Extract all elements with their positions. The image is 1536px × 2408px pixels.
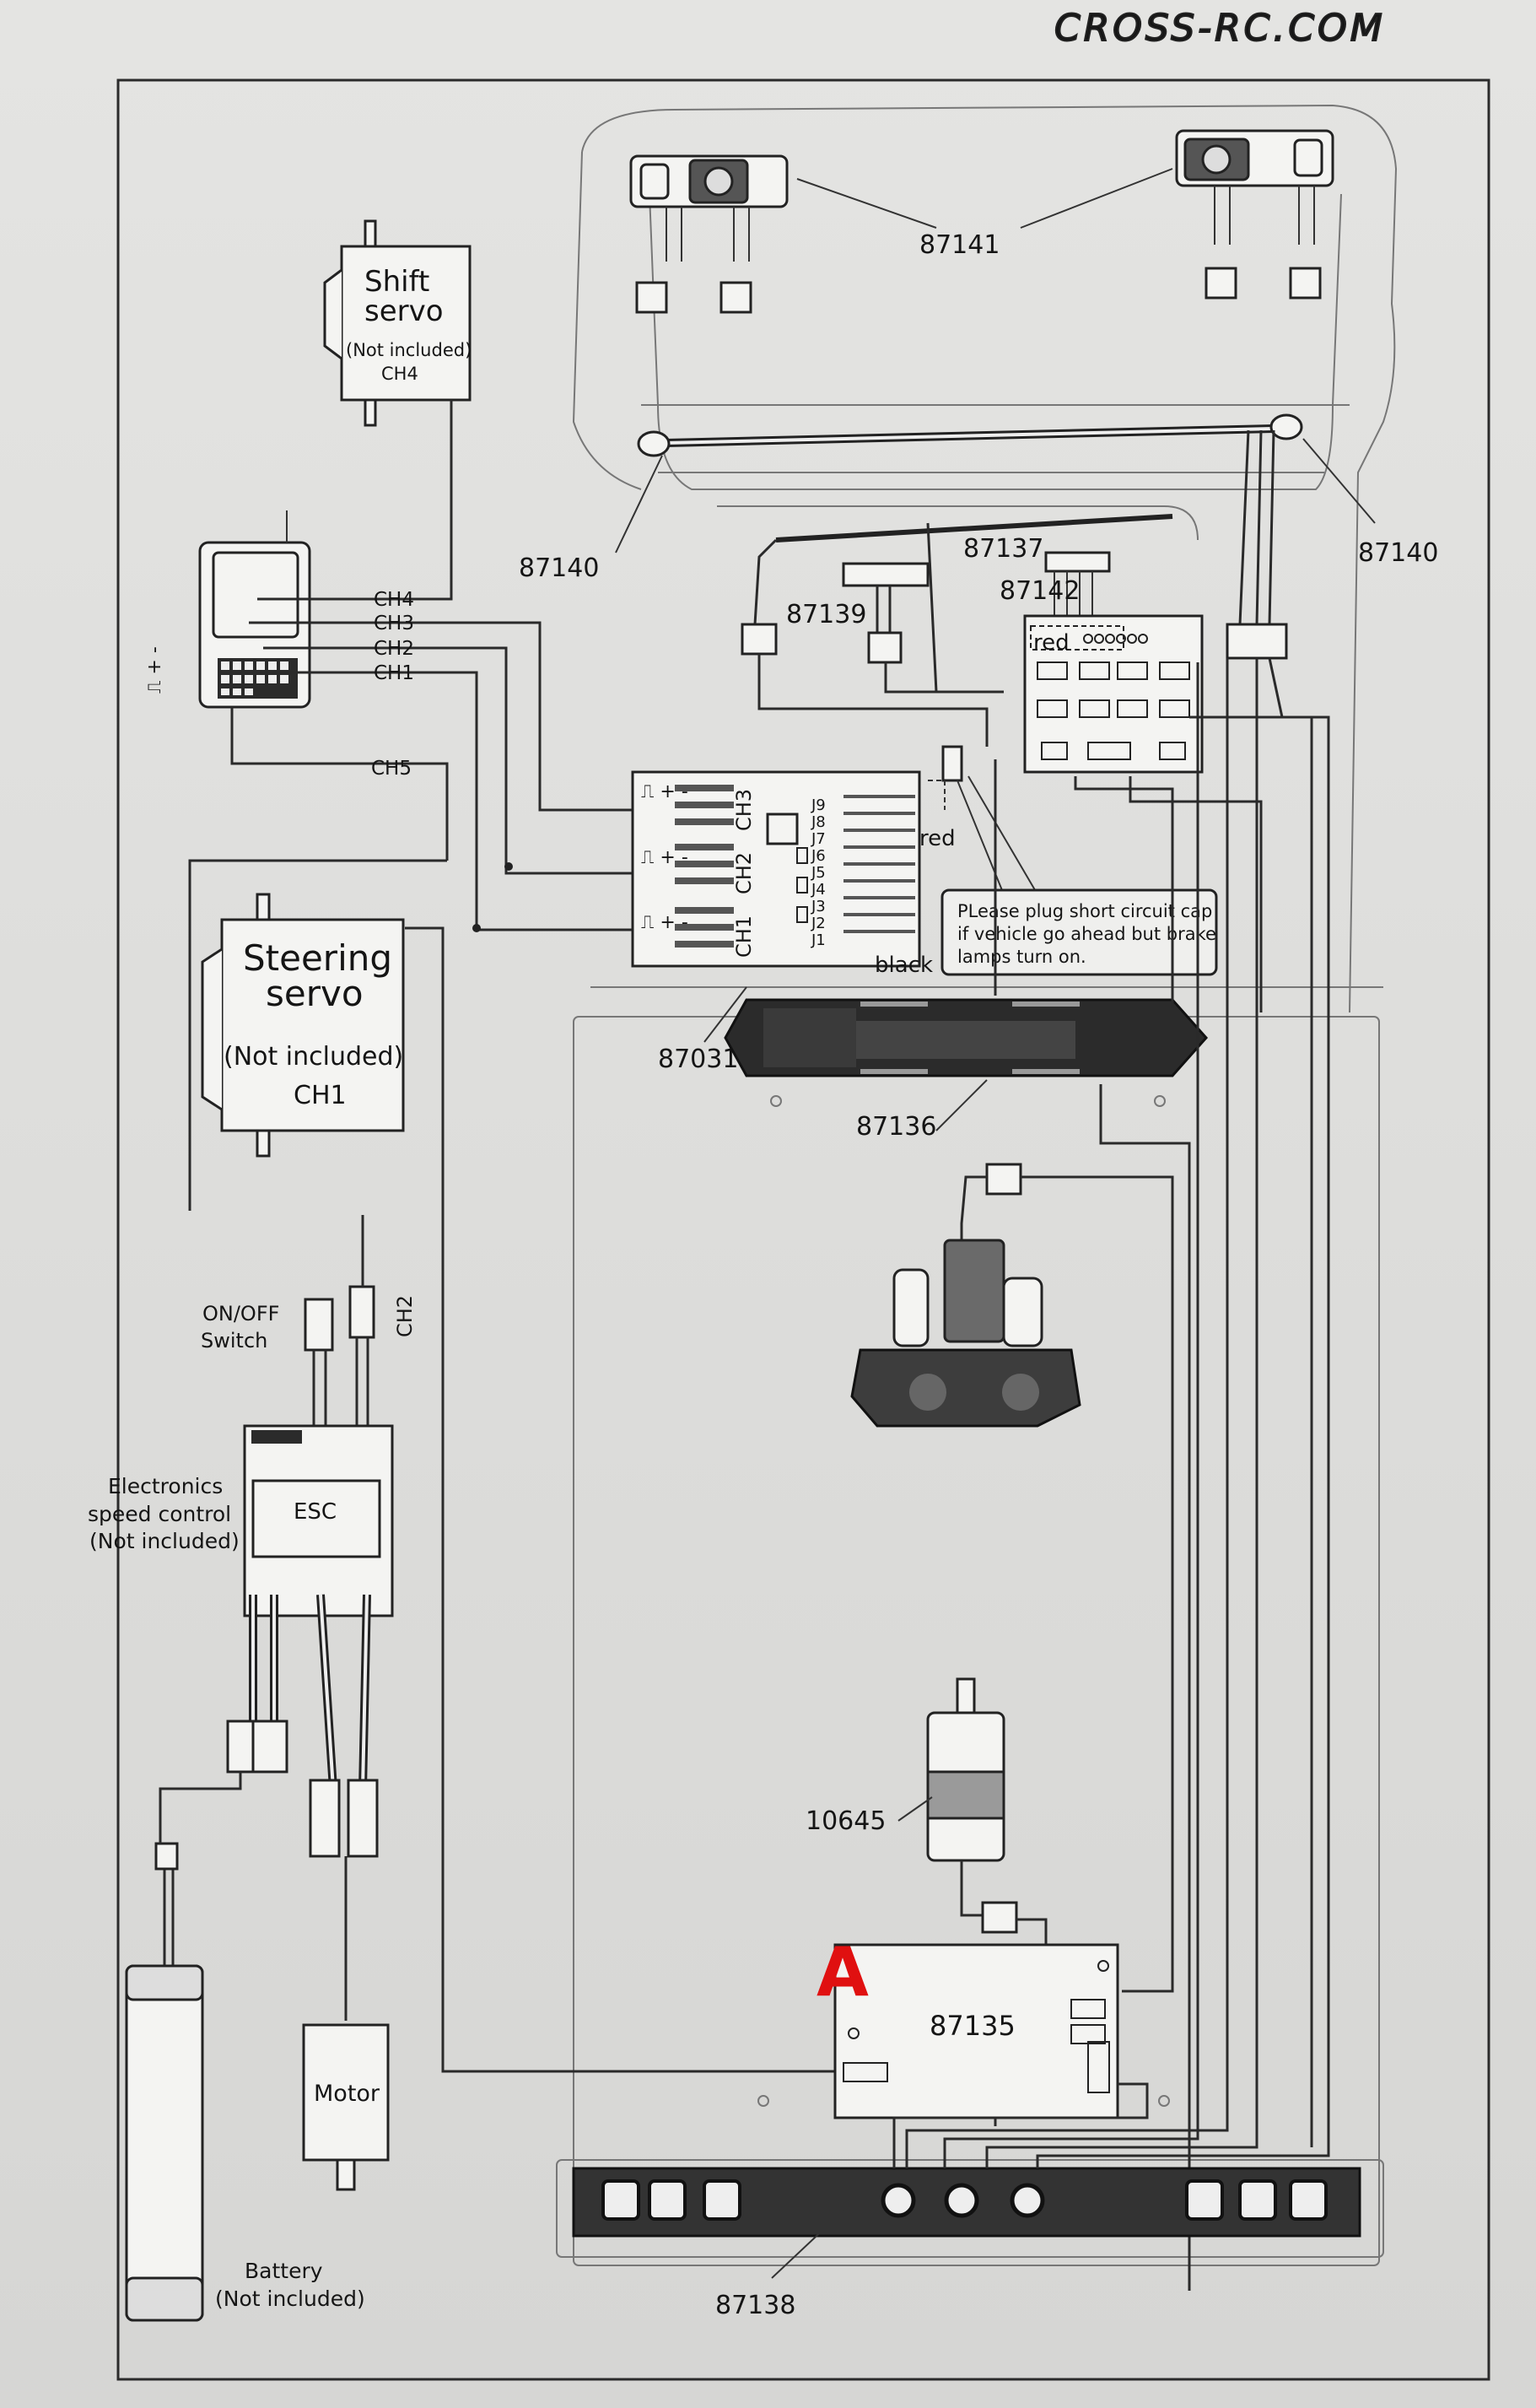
board-ch2: CH2 — [732, 852, 756, 894]
red-label-j7: red — [919, 826, 956, 851]
receiver: ⎍ + - — [144, 510, 311, 709]
steering-servo-title2: servo — [266, 973, 364, 1014]
part-87140-right: 87140 — [1358, 538, 1438, 568]
board-ch1: CH1 — [732, 915, 756, 958]
svg-text:⎍ + -: ⎍ + - — [641, 781, 688, 802]
part-87142: 87142 — [1000, 576, 1080, 606]
board-87135: 87135 — [833, 1943, 1119, 2119]
j6-label: J6 — [811, 847, 826, 865]
shift-servo-note: (Not included) — [346, 340, 472, 360]
svg-text:⎍ + -: ⎍ + - — [641, 847, 688, 868]
battery — [125, 1842, 204, 2322]
j9-label: J9 — [811, 796, 826, 814]
connector-87142 — [1044, 551, 1111, 573]
part-87139: 87139 — [786, 600, 866, 629]
part-87137: 87137 — [963, 534, 1043, 564]
part-87141: 87141 — [919, 230, 1000, 260]
part-87140-left: 87140 — [519, 553, 599, 583]
rx-ch3: CH3 — [374, 613, 414, 634]
j5-label: J5 — [811, 864, 826, 882]
light-control-board: red — [1023, 614, 1204, 774]
harness-wires — [757, 522, 1330, 2168]
esc-ch2-label: CH2 — [393, 1295, 417, 1337]
battery-label-2: (Not included) — [215, 2287, 365, 2311]
j2-label: J2 — [811, 915, 826, 932]
motor: Motor — [302, 1856, 390, 2191]
part-87031: 87031 — [658, 1045, 738, 1074]
esc-label-2: speed control — [88, 1502, 231, 1526]
short-circuit-note: PLease plug short circuit cap if vehicle… — [940, 888, 1218, 976]
rx-ch2: CH2 — [374, 638, 414, 660]
onoff-label-1: ON/OFF — [202, 1302, 279, 1325]
steering-servo-title: Steering — [243, 937, 392, 979]
outer-frame — [116, 78, 1490, 2381]
shift-servo-channel: CH4 — [381, 364, 418, 384]
steering-servo-note: (Not included) — [224, 1042, 403, 1072]
part-87136: 87136 — [856, 1112, 936, 1142]
black-label: black — [875, 953, 933, 978]
steering-servo: Steering servo (Not included) CH1 — [201, 893, 405, 1158]
esc-box-label: ESC — [294, 1499, 337, 1525]
esc: ESC — [226, 1285, 394, 1858]
rx-ch5: CH5 — [371, 758, 412, 780]
red-label-board: red — [1033, 630, 1070, 656]
board-ch3: CH3 — [732, 789, 756, 831]
strip-87137 — [775, 514, 1173, 543]
air-pump — [850, 1163, 1081, 1428]
headlamp-left — [629, 154, 789, 314]
battery-label-1: Battery — [245, 2259, 323, 2283]
vehicle-outline — [556, 104, 1398, 2266]
tail-bar-87138 — [572, 2167, 1361, 2238]
motor-10645 — [926, 1677, 1018, 1934]
esc-label-1: Electronics — [108, 1474, 223, 1498]
shift-servo-title: Shift — [364, 265, 429, 299]
svg-text:⎍ + -: ⎍ + - — [641, 912, 688, 933]
note-line-3: lamps turn on. — [957, 947, 1086, 967]
motor-label: Motor — [314, 2081, 380, 2107]
lamp-bar-87136 — [724, 998, 1209, 1077]
shift-servo: Shift servo (Not included) CH4 — [323, 219, 472, 427]
j7-label: J7 — [811, 830, 826, 848]
j4-label: J4 — [811, 881, 826, 899]
j8-label: J8 — [811, 813, 826, 831]
connector-87139 — [842, 562, 930, 587]
j3-label: J3 — [811, 898, 826, 915]
brand-logo: CROSS-RC.COM — [1054, 7, 1386, 50]
svg-text:⎍ + -: ⎍ + - — [144, 646, 165, 694]
part-87135: 87135 — [930, 2010, 1016, 2042]
part-10645: 10645 — [806, 1806, 886, 1836]
connector-87137 — [741, 623, 778, 656]
j1-label: J1 — [811, 931, 826, 949]
rx-ch1: CH1 — [374, 662, 414, 684]
shift-servo-title2: servo — [364, 294, 444, 328]
marker-a: A — [817, 1933, 869, 2011]
note-line-1: PLease plug short circuit cap — [957, 901, 1212, 921]
light-bar-87140 — [637, 413, 1303, 660]
onoff-label-2: Switch — [201, 1329, 267, 1352]
part-87138: 87138 — [715, 2291, 795, 2320]
esc-label-3: (Not included) — [89, 1529, 240, 1553]
steering-servo-channel: CH1 — [294, 1081, 347, 1110]
main-board-87031: ⎍ + - ⎍ + - ⎍ + - CH3 CH2 CH1 J9 J8 J7 J… — [631, 770, 921, 968]
headlamp-right — [1175, 129, 1334, 300]
rx-ch4: CH4 — [374, 589, 414, 611]
short-circuit-cap — [941, 745, 963, 782]
